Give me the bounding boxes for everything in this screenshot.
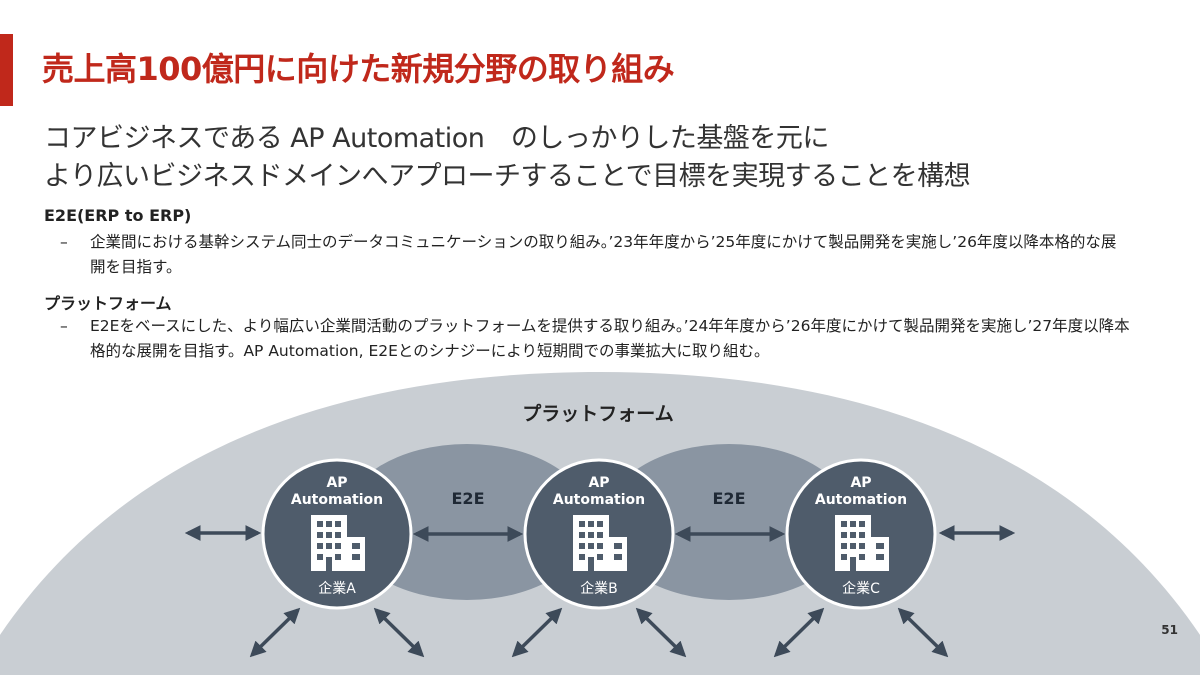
arrow-a-down-left bbox=[249, 607, 301, 658]
bullet-dash: – bbox=[60, 317, 68, 335]
title-accent-bar bbox=[0, 34, 13, 106]
e2e-label-bc: E2E bbox=[713, 489, 746, 508]
platform-diagram: プラットフォーム E2E E2E AP Automation 企業A AP Au… bbox=[0, 372, 1200, 675]
slide-title: 売上高100億円に向けた新規分野の取り組み bbox=[42, 50, 675, 88]
arrow-c-down-left bbox=[773, 607, 825, 658]
slide-subtitle: コアビジネスである AP Automation のしっかりした基盤を元に より広… bbox=[44, 120, 971, 196]
product-label-line1: AP bbox=[326, 475, 347, 491]
product-label-line2: Automation bbox=[815, 492, 907, 508]
subtitle-line-1: コアビジネスである AP Automation のしっかりした基盤を元に bbox=[44, 123, 829, 154]
arrow-b-down-right bbox=[635, 607, 687, 658]
e2e-label-ab: E2E bbox=[452, 489, 485, 508]
bullet-dash: – bbox=[60, 233, 68, 251]
arrow-b-down-left bbox=[511, 607, 563, 658]
company-name: 企業C bbox=[842, 580, 880, 597]
bullet-text-platform: E2Eをベースにした、より幅広い企業間活動のプラットフォームを提供する取り組み。… bbox=[90, 317, 1130, 360]
arrow-c-down-right bbox=[897, 607, 949, 658]
product-label-line2: Automation bbox=[291, 492, 383, 508]
product-label-line2: Automation bbox=[553, 492, 645, 508]
bullet-text-e2e: 企業間における基幹システム同士のデータコミュニケーションの取り組み。’23年年度… bbox=[90, 233, 1117, 276]
arrow-a-down-right bbox=[373, 607, 425, 658]
section-heading-platform: プラットフォーム bbox=[44, 294, 172, 313]
company-name: 企業A bbox=[318, 580, 356, 597]
platform-label: プラットフォーム bbox=[522, 402, 673, 425]
company-node-b: AP Automation 企業B bbox=[523, 458, 675, 610]
subtitle-line-2: より広いビジネスドメインへアプローチすることで目標を実現することを構想 bbox=[44, 161, 971, 192]
section-heading-e2e: E2E(ERP to ERP) bbox=[44, 206, 192, 225]
page-number: 51 bbox=[1161, 623, 1178, 637]
company-node-c: AP Automation 企業C bbox=[785, 458, 937, 610]
product-label-line1: AP bbox=[850, 475, 871, 491]
company-node-a: AP Automation 企業A bbox=[261, 458, 413, 610]
product-label-line1: AP bbox=[588, 475, 609, 491]
company-name: 企業B bbox=[580, 580, 618, 597]
